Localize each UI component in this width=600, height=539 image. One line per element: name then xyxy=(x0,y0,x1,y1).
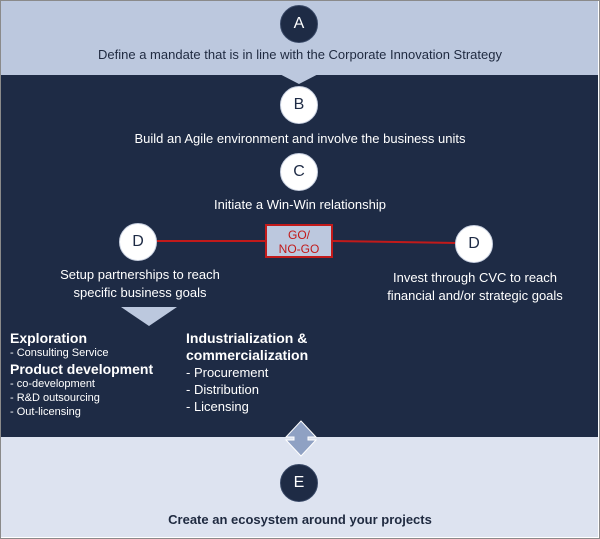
industrialization-item: - Licensing xyxy=(186,399,249,414)
gate-line1: GO/ xyxy=(287,228,310,242)
industrialization-heading-line1: Industrialization & xyxy=(186,330,308,346)
industrialization-item: - Distribution xyxy=(186,382,259,397)
product-development-item: - R&D outsourcing xyxy=(10,392,100,404)
industrialization-item: - Procurement xyxy=(186,365,269,380)
exploration-heading: Exploration xyxy=(10,330,88,346)
step-b-circle: B xyxy=(280,86,318,124)
connector-right xyxy=(332,240,458,244)
product-development-item: - Out-licensing xyxy=(10,406,81,418)
double-arrow-icon xyxy=(284,420,318,457)
step-d-left-line1: Setup partnerships to reach xyxy=(60,267,220,282)
step-d-right-line1: Invest through CVC to reach xyxy=(392,270,558,285)
step-e-text: Create an ecosystem around your projects xyxy=(168,512,432,527)
go-no-go-gate: GO/ NO-GO xyxy=(265,224,333,258)
step-d-left-circle: D xyxy=(119,223,157,261)
arrow-down-partnerships xyxy=(121,307,177,326)
gate-line2: NO-GO xyxy=(278,242,320,256)
step-b-text: Build an Agile environment and involve t… xyxy=(134,131,466,146)
step-c-text: Initiate a Win-Win relationship xyxy=(214,197,386,212)
industrialization-heading-line2: commercialization xyxy=(186,347,309,363)
step-d-left-line2: specific business goals xyxy=(73,285,207,300)
step-d-right-circle: D xyxy=(455,225,493,263)
step-c-circle: C xyxy=(280,153,318,191)
step-a-text: Define a mandate that is in line with th… xyxy=(98,47,502,62)
arrow-down-a xyxy=(268,68,330,84)
step-e-circle: E xyxy=(280,464,318,502)
product-development-heading: Product development xyxy=(10,361,154,377)
exploration-item: - Consulting Service xyxy=(10,347,109,359)
product-development-item: - co-development xyxy=(10,378,95,390)
step-a-circle: A xyxy=(280,5,318,43)
step-d-right-line2: financial and/or strategic goals xyxy=(387,288,563,303)
